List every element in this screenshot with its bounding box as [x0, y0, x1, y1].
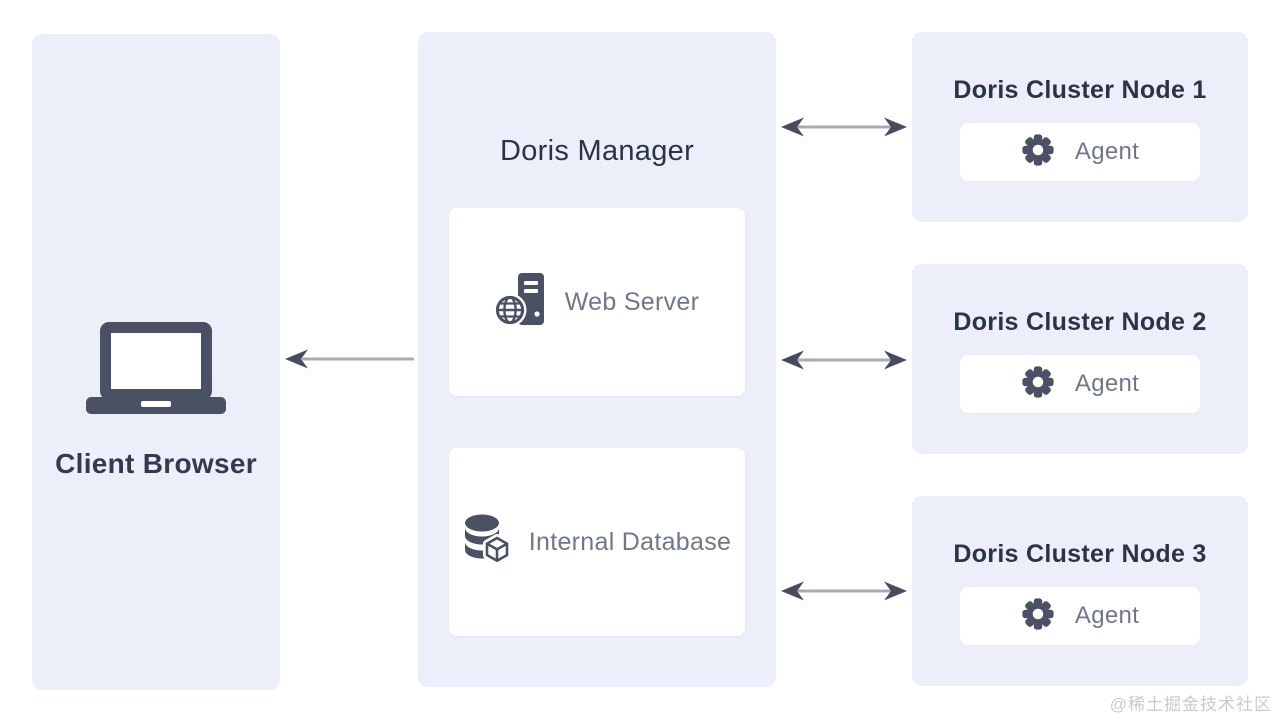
gear-icon [1021, 365, 1055, 404]
gear-icon [1021, 597, 1055, 636]
internal-database-card: Internal Database [449, 448, 745, 636]
agent-label: Agent [1074, 370, 1140, 397]
agent-label: Agent [1074, 602, 1140, 629]
agent-card: Agent [960, 355, 1200, 413]
cluster-node-2-title: Doris Cluster Node 2 [953, 308, 1207, 336]
agent-card: Agent [960, 587, 1200, 645]
watermark: @稀土掘金技术社区 [1109, 695, 1272, 714]
web-server-label: Web Server [564, 287, 700, 316]
arrow-manager-to-client [284, 347, 414, 376]
cluster-node-3-panel: Doris Cluster Node 3 Agent [912, 496, 1248, 686]
arrow-manager-to-node-3 [780, 579, 908, 608]
cluster-node-2-panel: Doris Cluster Node 2 Agent [912, 264, 1248, 454]
cluster-node-1-title: Doris Cluster Node 1 [953, 76, 1207, 104]
doris-manager-title: Doris Manager [499, 135, 695, 167]
agent-label: Agent [1074, 138, 1140, 165]
cluster-node-3-title: Doris Cluster Node 3 [953, 540, 1207, 568]
doris-manager-panel: Doris Manager Web Server [418, 32, 776, 687]
arrow-manager-to-node-1 [780, 115, 908, 144]
web-server-icon [493, 271, 547, 334]
cluster-node-1-panel: Doris Cluster Node 1 Agent [912, 32, 1248, 222]
client-browser-panel: Client Browser [32, 34, 280, 690]
internal-database-label: Internal Database [528, 527, 732, 556]
arrow-manager-to-node-2 [780, 348, 908, 377]
laptop-icon [86, 322, 226, 416]
agent-card: Agent [960, 123, 1200, 181]
web-server-card: Web Server [449, 208, 745, 396]
gear-icon [1021, 133, 1055, 172]
client-browser-label: Client Browser [55, 448, 257, 479]
database-icon [463, 513, 511, 572]
